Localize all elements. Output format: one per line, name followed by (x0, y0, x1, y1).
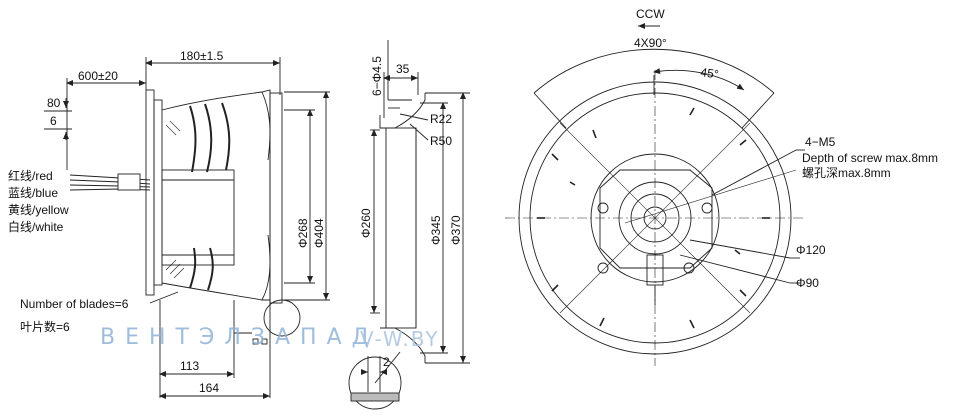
dim-113: 113 (180, 359, 199, 373)
side-view (44, 57, 330, 399)
watermark-brand: ВЕНТЭЛЗАПАД (100, 325, 379, 350)
wire-blue-label: 蓝线/blue (8, 186, 59, 200)
pattern-label: 4X90° (634, 36, 667, 50)
dia-404: Φ404 (312, 218, 326, 248)
wire-yellow-label: 黄线/yellow (8, 203, 69, 217)
dia-90: Φ90 (796, 276, 819, 290)
blades-en-label: Number of blades=6 (20, 297, 129, 311)
wire-red-label: 红线/red (8, 169, 53, 183)
rotation-label: CCW (636, 7, 665, 21)
angle-label: 45° (700, 65, 720, 81)
depth-cn-label: 螺孔深max.8mm (802, 166, 891, 180)
depth-en-label: Depth of screw max.8mm (802, 151, 938, 165)
dia-260: Φ260 (359, 208, 373, 238)
dim-80: 80 (47, 96, 61, 110)
dia-345: Φ345 (429, 215, 443, 245)
section-view (348, 40, 470, 410)
wire-white-label: 白线/white (8, 220, 64, 234)
dim-6: 6 (50, 114, 57, 128)
dim-cable-length: 600±20 (78, 69, 118, 83)
dia-370: Φ370 (449, 215, 463, 245)
blades-cn-label: 叶片数=6 (20, 320, 70, 334)
dim-164: 164 (199, 381, 219, 395)
dia-268: Φ268 (296, 218, 310, 248)
dim-width-total: 180±1.5 (180, 49, 224, 63)
r50-label: R50 (430, 134, 452, 148)
screws-label: 4−M5 (805, 135, 836, 149)
detail-2: 2 (383, 355, 390, 369)
front-view (505, 23, 805, 366)
dim-35: 35 (396, 62, 410, 76)
watermark-site: V-W.BY (360, 327, 440, 351)
dia-120: Φ120 (796, 243, 826, 257)
r22-label: R22 (430, 112, 452, 126)
holes-label: 6−Φ4.5 (370, 56, 384, 96)
